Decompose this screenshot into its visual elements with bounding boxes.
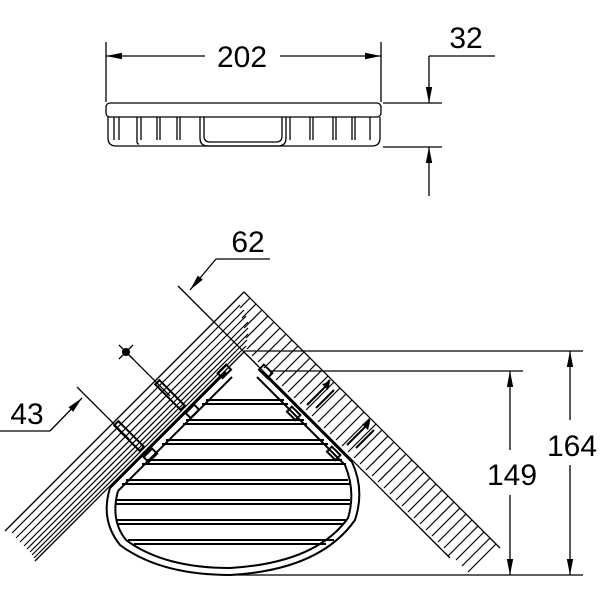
wall-depth-label: 62: [231, 226, 264, 259]
plan-view: 62 43 164 149: [0, 226, 597, 577]
wall-depth-dimension: 62: [177, 226, 270, 367]
screw-icon: [153, 378, 187, 412]
wall-anchor-icon: [346, 419, 375, 449]
wall-anchor-icon: [306, 379, 335, 409]
basket-bars: [116, 399, 350, 545]
brackets: [142, 363, 342, 464]
basket: [105, 363, 361, 577]
screw-offset-label: 43: [10, 398, 43, 431]
screw-icon: [112, 419, 146, 453]
right-wall: [239, 291, 501, 573]
center-mark-icon: [118, 344, 134, 360]
side-wires: [113, 117, 371, 147]
depth-dimensions: 164 149: [230, 350, 597, 576]
height-dimension-label: 32: [449, 22, 482, 55]
right-wall-hatch: [239, 297, 497, 573]
screw-offset-dimension: 43: [0, 386, 130, 440]
outer-depth-label: 164: [547, 430, 597, 463]
width-dimension-label: 202: [217, 41, 267, 74]
side-view: 202: [105, 22, 495, 196]
inner-depth-label: 149: [487, 459, 537, 492]
screws-left: [112, 344, 187, 453]
screws-right: [306, 379, 375, 449]
